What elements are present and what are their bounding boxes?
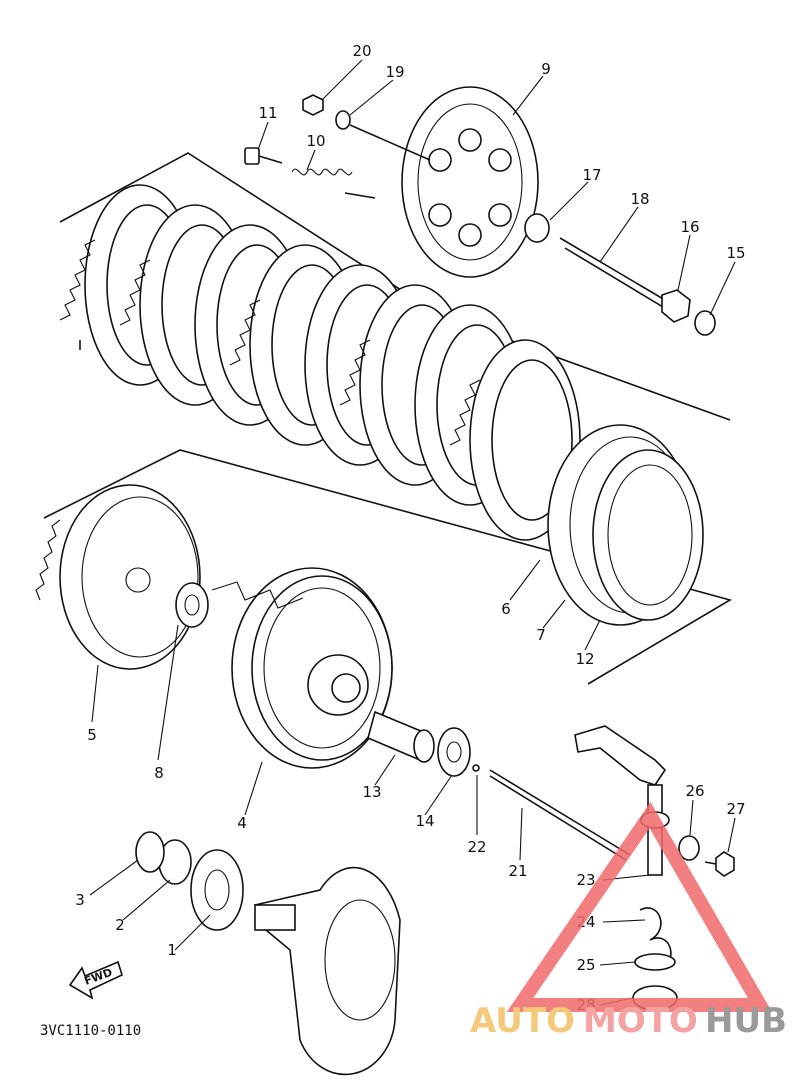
part-label: 27 — [726, 800, 745, 818]
part-label: 4 — [237, 814, 247, 832]
clutch-housing — [211, 567, 393, 769]
thrust-washer — [175, 582, 209, 628]
part-label: 18 — [630, 190, 649, 208]
part-label: 22 — [467, 838, 486, 856]
oil-seal — [678, 835, 700, 861]
part-label: 1 — [167, 941, 177, 959]
part-label: 11 — [258, 104, 277, 122]
pressure-plate — [401, 86, 539, 278]
drawing-code: 3VC1110-0110 — [40, 1023, 141, 1039]
part-label: 8 — [154, 764, 164, 782]
fwd-arrow-icon: FWD — [68, 960, 123, 1000]
part-label: 19 — [385, 63, 404, 81]
part-label: 9 — [541, 60, 551, 78]
part-label: 16 — [680, 218, 699, 236]
watermark-hub: HUB — [705, 1001, 787, 1041]
part-label: 23 — [576, 871, 595, 889]
push-rod — [489, 769, 631, 861]
part-labels: 1 2 3 4 5 6 7 8 9 10 11 12 13 14 15 16 1… — [75, 42, 745, 1014]
part-label: 20 — [352, 42, 371, 60]
part-label: 5 — [87, 726, 97, 744]
washer-14 — [437, 727, 471, 777]
part-label: 7 — [536, 626, 546, 644]
part-label: 6 — [501, 600, 511, 618]
primary-drive-gear — [190, 849, 244, 931]
bolt-27 — [704, 851, 735, 877]
housing-outline — [43, 449, 733, 685]
part-label: 17 — [582, 166, 601, 184]
crankshaft-section — [254, 866, 401, 1076]
part-label: 10 — [306, 132, 325, 150]
sleeve — [367, 710, 435, 763]
part-label: 21 — [508, 862, 527, 880]
primary-driven-gear — [35, 484, 201, 670]
part-label: 26 — [685, 782, 704, 800]
part-label: 14 — [415, 812, 434, 830]
plate-stack-outline — [59, 152, 731, 421]
ball — [472, 764, 480, 772]
clutch-plate-stack — [59, 184, 581, 541]
hardware-top — [244, 94, 716, 336]
part-label: 12 — [575, 650, 594, 668]
clutch-boss — [547, 424, 704, 626]
watermark-triangle-icon — [506, 801, 773, 1012]
part-label: 25 — [576, 956, 595, 974]
watermark-moto: MOTO — [583, 1001, 698, 1041]
watermark-logo: AUTO MOTO HUB — [470, 801, 787, 1041]
part-label: 3 — [75, 891, 85, 909]
nut-3 — [135, 831, 165, 873]
watermark-auto: AUTO — [470, 1001, 575, 1041]
part-label: 15 — [726, 244, 745, 262]
part-label: 2 — [115, 916, 125, 934]
part-label: 13 — [362, 783, 381, 801]
washer-25 — [634, 953, 676, 971]
